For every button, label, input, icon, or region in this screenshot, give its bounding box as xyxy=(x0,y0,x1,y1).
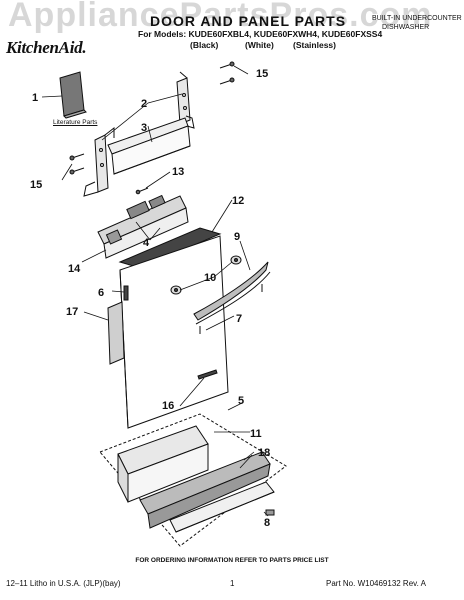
right-mounting-bracket xyxy=(176,71,195,129)
leader-lines xyxy=(41,65,269,517)
literature-parts-label: Literature Parts xyxy=(53,119,98,126)
footer-page-number: 1 xyxy=(230,579,235,588)
product-type-line-1: BUILT-IN UNDERCOUNTER xyxy=(372,15,462,22)
callout-7: 7 xyxy=(236,313,242,325)
callout-3: 3 xyxy=(141,122,147,134)
handle-screws xyxy=(199,284,263,334)
door-handle xyxy=(193,261,271,325)
brand-logo: KitchenAid. xyxy=(6,38,87,57)
callout-5: 5 xyxy=(238,395,244,407)
callout-6: 6 xyxy=(98,287,104,299)
handle-fastener-left xyxy=(170,285,182,295)
footer-litho: 12–11 Litho in U.S.A. (JLP)(bay) xyxy=(6,579,121,588)
panel-screw xyxy=(135,187,149,195)
toe-panel-clip xyxy=(265,509,275,516)
callout-18: 18 xyxy=(258,447,270,459)
screws-left xyxy=(69,153,85,175)
page-title: DOOR AND PANEL PARTS xyxy=(150,13,347,29)
callout-15-right: 15 xyxy=(256,68,268,80)
literature-booklet xyxy=(59,71,87,119)
toe-panel-kit xyxy=(99,413,287,547)
watermark: AppliancePartsPros.com xyxy=(8,0,433,34)
callout-14: 14 xyxy=(68,263,81,275)
callout-17: 17 xyxy=(66,306,78,318)
brand-badge xyxy=(197,369,218,380)
callout-11: 11 xyxy=(250,428,262,440)
callout-16: 16 xyxy=(162,400,174,412)
model-list: For Models: KUDE60FXBL4, KUDE60FXWH4, KU… xyxy=(138,29,383,39)
callout-8: 8 xyxy=(264,517,270,529)
product-type-line-2: DISHWASHER xyxy=(382,24,430,31)
color-white: (White) xyxy=(245,40,274,50)
control-console xyxy=(97,194,189,259)
footer-part-number: Part No. W10469132 Rev. A xyxy=(326,579,426,588)
color-black: (Black) xyxy=(190,40,219,50)
callout-15-left: 15 xyxy=(30,179,42,191)
product-type: BUILT-IN UNDERCOUNTER DISHWASHER xyxy=(372,14,462,32)
callout-12: 12 xyxy=(232,195,244,207)
insulation-pad xyxy=(107,301,125,365)
callout-9: 9 xyxy=(234,231,240,243)
screws-right xyxy=(219,61,235,85)
callout-2: 2 xyxy=(141,98,147,110)
callout-1: 1 xyxy=(32,92,38,104)
top-channel xyxy=(107,117,191,175)
ordering-note: FOR ORDERING INFORMATION REFER TO PARTS … xyxy=(135,557,329,564)
left-mounting-bracket xyxy=(83,126,115,197)
callout-13: 13 xyxy=(172,166,184,178)
callout-10: 10 xyxy=(204,272,216,284)
color-stainless: (Stainless) xyxy=(293,40,336,50)
callout-4: 4 xyxy=(143,237,150,249)
handle-fastener-right xyxy=(230,255,242,265)
